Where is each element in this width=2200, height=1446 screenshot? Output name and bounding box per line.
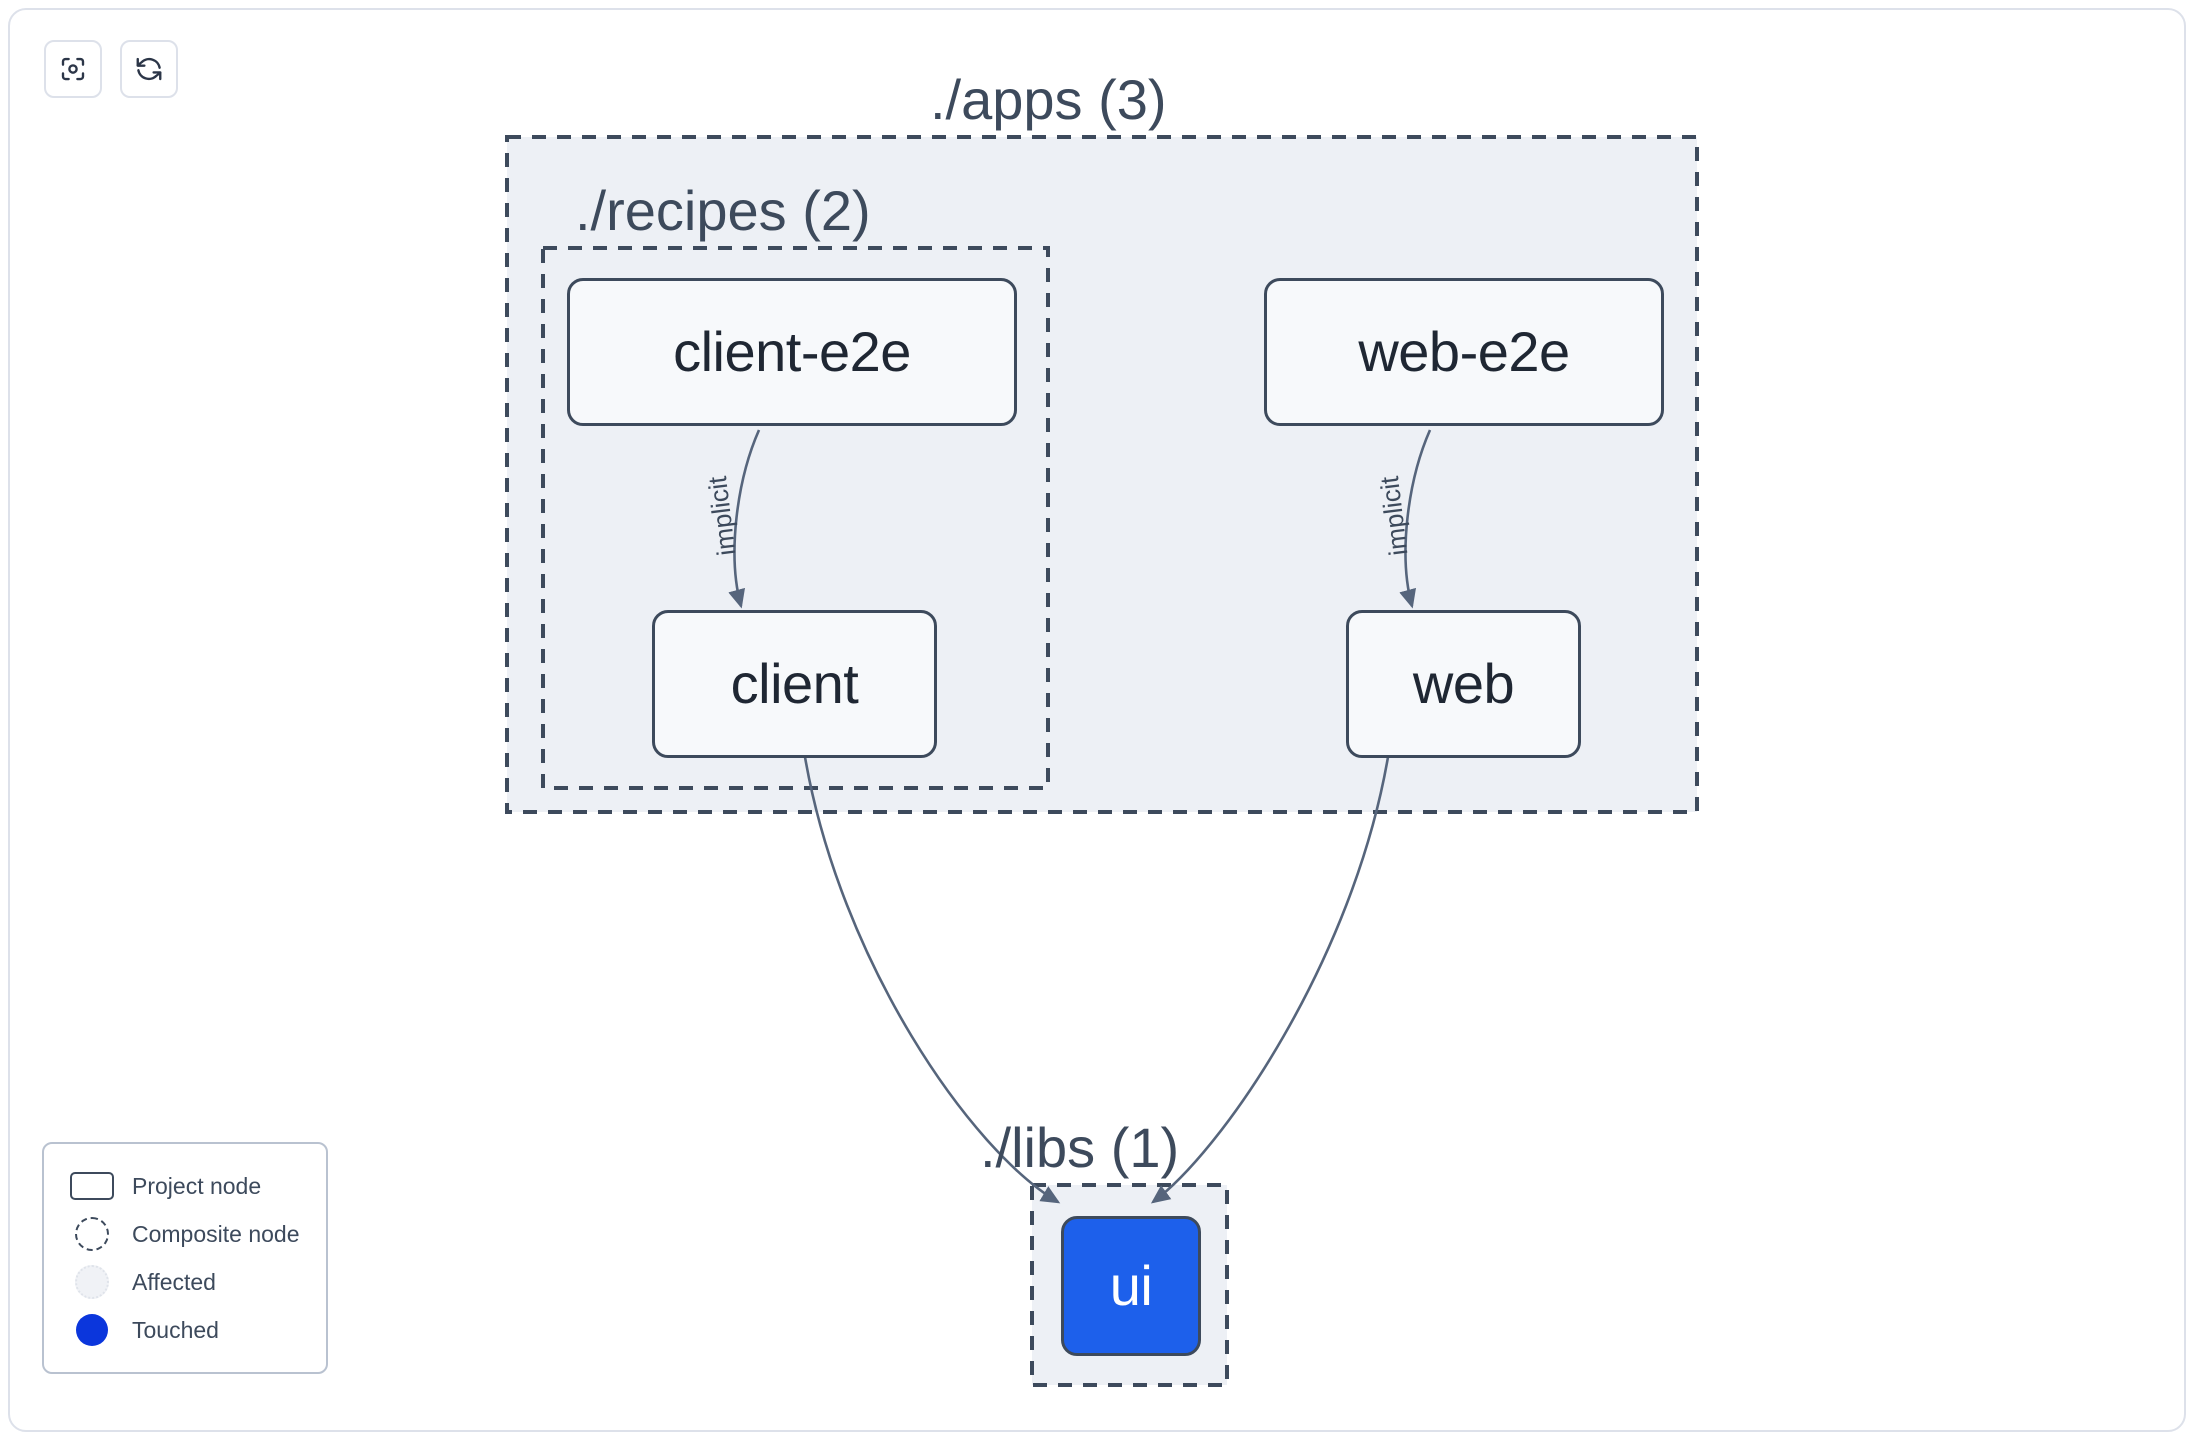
legend-label: Touched (132, 1316, 219, 1343)
edge-client-to-ui (803, 756, 1061, 1204)
focus-graph-button[interactable] (44, 40, 102, 98)
node-client[interactable]: client (652, 610, 937, 758)
edge-web-e2e-to-web (1399, 429, 1432, 609)
refresh-icon (134, 54, 164, 84)
legend-item-affected: Affected (64, 1258, 306, 1306)
edge-web-to-ui (1150, 756, 1390, 1204)
node-label: web (1412, 652, 1515, 715)
legend-item-touched: Touched (64, 1306, 306, 1354)
project-graph-frame: ./apps (3) ./recipes (2) ./libs (1) clie… (8, 8, 2186, 1432)
container-label-libs: ./libs (1) (980, 1116, 1180, 1179)
legend-label: Project node (132, 1172, 262, 1199)
legend-label: Composite node (132, 1220, 300, 1247)
legend-label: Affected (132, 1268, 216, 1295)
graph-toolbar (44, 40, 178, 98)
node-label: client (730, 652, 859, 715)
affected-swatch (64, 1265, 120, 1299)
touched-swatch (64, 1314, 120, 1346)
node-client-e2e[interactable]: client-e2e (567, 278, 1017, 426)
edge-client-e2e-to-client (728, 429, 761, 609)
project-node-swatch (64, 1172, 120, 1200)
focus-target-icon (58, 54, 88, 84)
legend-item-composite-node: Composite node (64, 1210, 306, 1258)
node-web[interactable]: web (1346, 610, 1581, 758)
legend-item-project-node: Project node (64, 1162, 306, 1210)
graph-legend: Project node Composite node Affected Tou… (42, 1142, 328, 1374)
node-label: ui (1109, 1254, 1153, 1317)
composite-node-swatch (64, 1217, 120, 1251)
node-label: web-e2e (1358, 320, 1570, 383)
container-label-recipes: ./recipes (2) (575, 179, 871, 242)
container-label-apps: ./apps (3) (930, 68, 1167, 131)
node-ui[interactable]: ui (1061, 1216, 1201, 1356)
node-web-e2e[interactable]: web-e2e (1264, 278, 1664, 426)
node-label: client-e2e (673, 320, 911, 383)
refresh-graph-button[interactable] (120, 40, 178, 98)
